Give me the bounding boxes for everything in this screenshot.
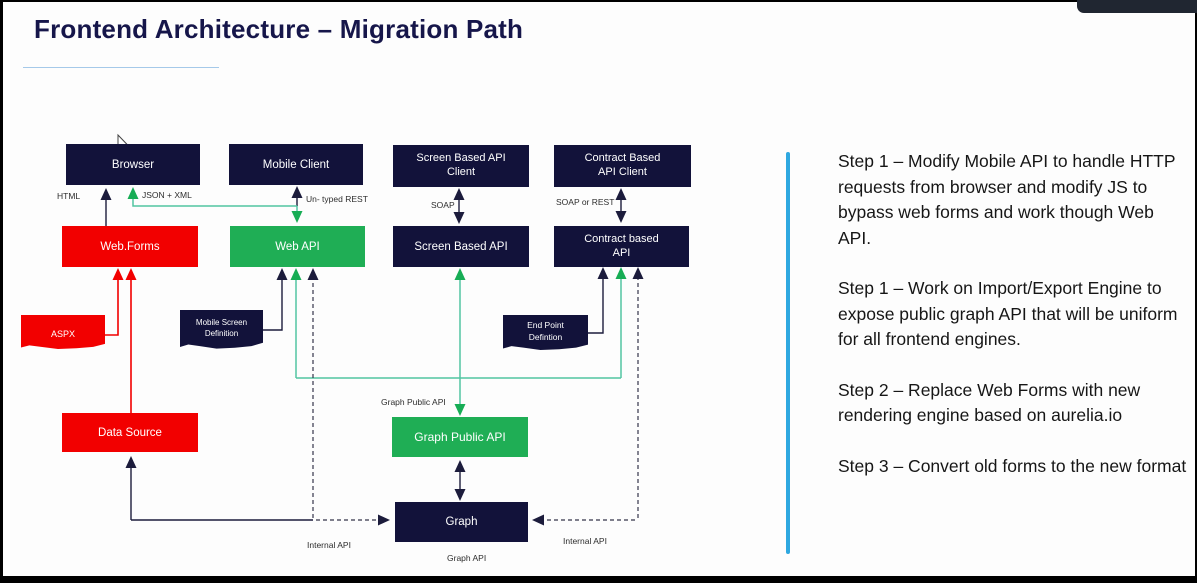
node-graph-public-api-label: Graph Public API — [414, 430, 506, 444]
edge-label-graph-public-api: Graph Public API — [381, 397, 446, 407]
node-mobile-screen-definition-label: Mobile Screen Definition — [195, 318, 248, 338]
node-web-forms: Web.Forms — [62, 226, 198, 267]
edge-label-untyped-rest: Un- typed REST — [306, 194, 368, 204]
node-graph-public-api: Graph Public API — [392, 417, 528, 457]
page-title: Frontend Architecture – Migration Path — [34, 14, 524, 44]
node-graph: Graph — [395, 502, 528, 542]
node-data-source-label: Data Source — [98, 426, 162, 439]
slide-background — [3, 2, 1195, 576]
steps-panel: Step 1 – Modify Mobile API to handle HTT… — [838, 149, 1190, 504]
node-aspx-label: ASPX — [50, 328, 75, 339]
node-contract-based-api-label: Contract based API — [584, 232, 659, 259]
node-mobile-client: Mobile Client — [229, 144, 363, 185]
step-3-text: Step 3 – Convert old forms to the new fo… — [838, 455, 1187, 476]
edge-label-graph-api: Graph API — [447, 553, 487, 563]
node-mobile-client-label: Mobile Client — [262, 158, 330, 171]
node-browser: Browser — [66, 144, 200, 185]
node-screen-based-api-client-label: Screen Based API Client — [416, 152, 506, 178]
node-contract-based-api: Contract based API — [554, 226, 689, 267]
edge-label-soap-or-rest: SOAP or REST — [556, 197, 615, 207]
steps-separator-line — [786, 152, 790, 554]
step-2-text: Step 2 – Replace Web Forms with new rend… — [838, 379, 1141, 426]
node-screen-based-api-label: Screen Based API — [414, 240, 508, 253]
step-1-text: Step 1 – Modify Mobile API to handle HTT… — [838, 151, 1176, 248]
node-web-forms-label: Web.Forms — [100, 240, 160, 253]
node-data-source: Data Source — [62, 413, 198, 452]
node-mobile-screen-definition-document: Mobile Screen Definition — [180, 310, 263, 349]
edge-label-html: HTML — [57, 191, 81, 201]
node-screen-based-api: Screen Based API — [393, 226, 529, 267]
node-contract-based-api-client: Contract Based API Client — [554, 145, 691, 187]
node-web-api-label: Web API — [275, 240, 320, 253]
node-graph-label: Graph — [445, 516, 478, 528]
window-toolbar-fragment — [1077, 0, 1197, 13]
edge-label-json-xml: JSON + XML — [142, 190, 192, 200]
node-end-point-definition-document: End Point Defintion — [503, 315, 588, 350]
step-1b-text: Step 1 – Work on Import/Export Engine to… — [838, 278, 1178, 349]
node-end-point-definition-label: End Point Defintion — [527, 320, 564, 342]
node-web-api: Web API — [230, 226, 365, 267]
node-contract-based-api-client-label: Contract Based API Client — [584, 152, 661, 178]
edge-label-soap: SOAP — [431, 200, 455, 210]
node-browser-label: Browser — [111, 158, 155, 171]
edge-label-internal-api-left: Internal API — [307, 540, 351, 550]
node-screen-based-api-client: Screen Based API Client — [393, 145, 529, 187]
node-aspx-document: ASPX — [21, 315, 105, 350]
edge-label-internal-api-right: Internal API — [563, 536, 607, 546]
title-underline — [23, 67, 219, 68]
